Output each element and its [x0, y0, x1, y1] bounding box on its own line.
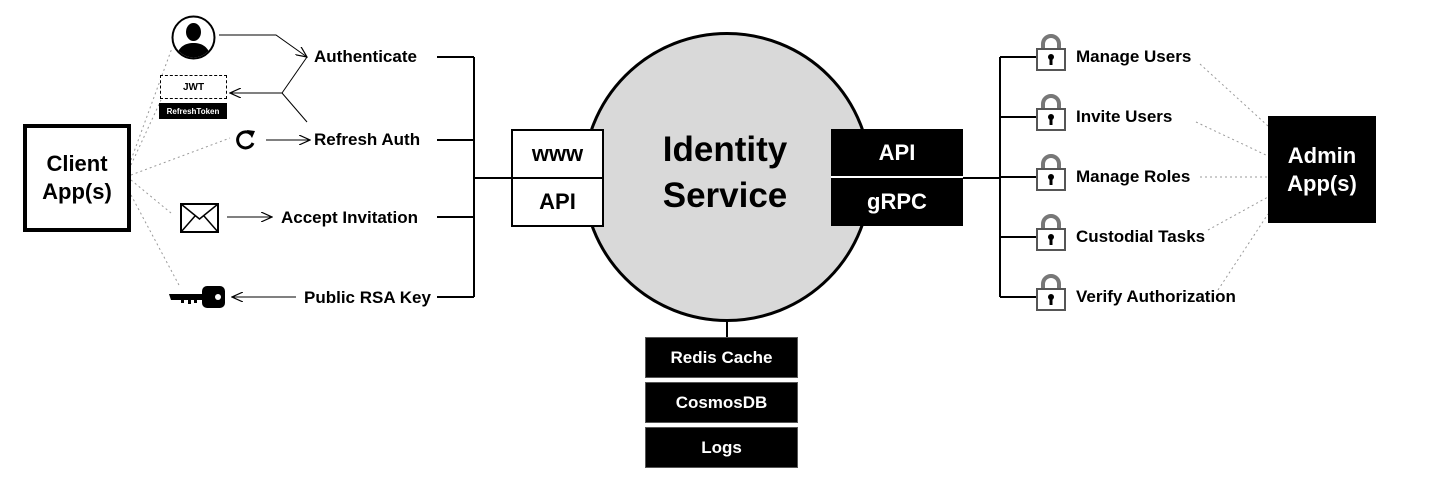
user-icon: [171, 15, 216, 60]
cosmosdb-label: CosmosDB: [675, 392, 768, 412]
grpc-endpoint[interactable]: gRPC: [831, 179, 963, 224]
identity-service-label: Identity Service: [620, 127, 830, 219]
client-app-box[interactable]: Client App(s): [23, 124, 131, 232]
www-label: www: [531, 141, 584, 166]
envelope-icon: [180, 203, 219, 233]
lock-icon: [1036, 214, 1066, 251]
client-app-label-line1: Client: [46, 151, 108, 176]
refresh-auth-label[interactable]: Refresh Auth: [314, 130, 421, 149]
public-api-label: API: [539, 189, 576, 214]
manage-users-label[interactable]: Manage Users: [1076, 47, 1192, 66]
admin-app-box[interactable]: Admin App(s): [1268, 116, 1376, 223]
jwt-token: JWT: [160, 75, 227, 99]
identity-service-line2: Service: [662, 176, 788, 215]
key-icon: [169, 286, 225, 308]
lock-icon: [1036, 94, 1066, 131]
logs-box[interactable]: Logs: [645, 427, 798, 468]
lock-icon: [1036, 34, 1066, 71]
jwt-label: JWT: [182, 81, 205, 93]
verify-authorization-label[interactable]: Verify Authorization: [1076, 287, 1236, 306]
grpc-label: gRPC: [867, 188, 927, 214]
public-api-endpoint[interactable]: API: [511, 177, 604, 227]
redis-cache-label: Redis Cache: [670, 347, 773, 367]
identity-service-circle: [582, 32, 872, 322]
public-rsa-key-label[interactable]: Public RSA Key: [304, 288, 431, 307]
cosmosdb-box[interactable]: CosmosDB: [645, 382, 798, 423]
identity-service-line1: Identity: [662, 130, 788, 169]
lock-icon: [1036, 154, 1066, 191]
admin-api-endpoint[interactable]: API: [831, 131, 963, 175]
accept-invitation-label[interactable]: Accept Invitation: [281, 208, 418, 227]
www-endpoint[interactable]: www: [511, 129, 604, 179]
refresh-token: RefreshToken: [159, 103, 227, 119]
redis-cache-box[interactable]: Redis Cache: [645, 337, 798, 378]
api-grpc-divider: [831, 176, 963, 178]
logs-label: Logs: [701, 437, 742, 457]
lock-icon: [1036, 274, 1066, 311]
invite-users-label[interactable]: Invite Users: [1076, 107, 1173, 126]
refresh-icon: [236, 130, 255, 150]
client-app-label-line2: App(s): [42, 179, 112, 204]
admin-app-label-line1: Admin: [1287, 142, 1357, 168]
refresh-token-label: RefreshToken: [166, 106, 220, 116]
authenticate-label[interactable]: Authenticate: [314, 47, 417, 66]
admin-app-label-line2: App(s): [1287, 170, 1357, 196]
custodial-tasks-label[interactable]: Custodial Tasks: [1076, 227, 1206, 246]
admin-api-label: API: [878, 140, 916, 165]
manage-roles-label[interactable]: Manage Roles: [1076, 167, 1191, 186]
